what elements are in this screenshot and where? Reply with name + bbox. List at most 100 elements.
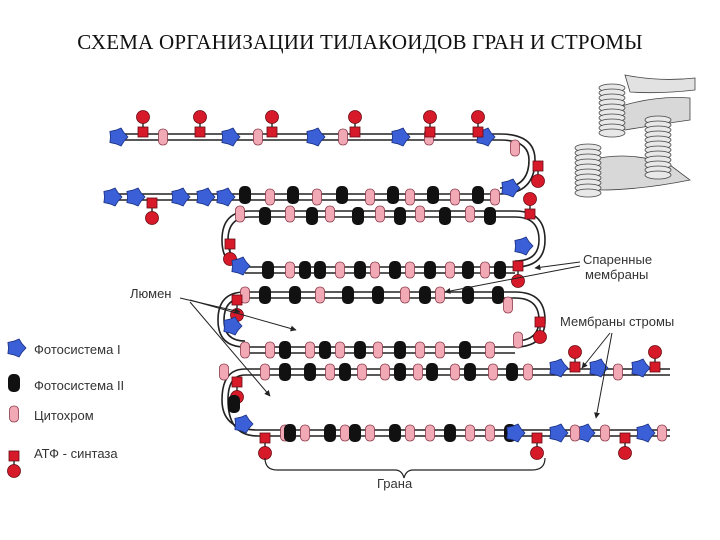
cytochrome-icon	[435, 341, 445, 359]
cytochrome-icon	[570, 424, 580, 442]
membrane-proteins	[103, 110, 667, 460]
atp-synthase-icon	[258, 432, 272, 460]
cytochrome-icon	[405, 424, 415, 442]
photosystem-2-icon	[287, 186, 299, 204]
cytochrome-icon	[265, 188, 275, 206]
legend-photosystem-2: Фотосистема II	[8, 374, 124, 393]
cytochrome-icon	[373, 341, 383, 359]
atp-synthase-icon	[568, 345, 582, 373]
photosystem-2-icon	[324, 424, 336, 442]
cytochrome-icon	[370, 261, 380, 279]
photosystem-2-icon	[284, 424, 296, 442]
cytochrome-icon	[260, 363, 270, 381]
photosystem-1-icon	[589, 358, 609, 378]
cytochrome-icon	[510, 139, 520, 157]
photosystem-2-icon	[394, 363, 406, 381]
photosystem-2-icon	[349, 424, 361, 442]
cytochrome-icon	[465, 424, 475, 442]
annotation-arrows	[179, 261, 613, 419]
cytochrome-icon	[415, 341, 425, 359]
cytochrome-icon	[400, 286, 410, 304]
cytochrome-icon	[335, 341, 345, 359]
photosystem-1-icon	[391, 127, 411, 147]
photosystem-2-icon	[464, 363, 476, 381]
photosystem-2-icon	[289, 286, 301, 304]
cytochrome-icon	[413, 363, 423, 381]
photosystem-2-icon	[372, 286, 384, 304]
cytochrome-icon	[513, 331, 523, 349]
cytochrome-icon	[405, 188, 415, 206]
paired-membranes-label-1: Спаренные	[583, 252, 652, 267]
photosystem-1-icon	[103, 187, 123, 207]
legend-photosystem-1-text: Фотосистема I	[34, 342, 121, 357]
photosystem-2-icon	[319, 341, 331, 359]
photosystem-2-icon	[314, 261, 326, 279]
photosystem-2-icon	[394, 341, 406, 359]
cytochrome-icon	[285, 205, 295, 223]
photosystem-2-icon	[444, 424, 456, 442]
photosystem-1-icon	[234, 414, 254, 434]
atp-synthase-icon	[523, 192, 537, 220]
stroma-lamella	[589, 155, 691, 191]
cytochrome-icon	[450, 188, 460, 206]
photosystem-2-icon	[389, 424, 401, 442]
cytochrome-icon	[305, 341, 315, 359]
photosystem-1-icon	[514, 236, 534, 256]
cytochrome-icon	[312, 188, 322, 206]
atp-synthase-icon	[648, 345, 662, 373]
paired-membranes-label-2: мембраны	[585, 267, 648, 282]
atp-synthase-icon	[423, 110, 437, 138]
photosystem-2-icon	[419, 286, 431, 304]
cytochrome-icon	[415, 205, 425, 223]
cytochrome-icon	[435, 286, 445, 304]
cytochrome-icon	[480, 261, 490, 279]
cytochrome-icon	[265, 341, 275, 359]
photosystem-1-icon	[636, 423, 656, 443]
legend-atp-synthase: АТФ - синтаза	[7, 446, 118, 478]
photosystem-1-icon	[126, 187, 146, 207]
cytochrome-icon	[503, 296, 513, 314]
atp-synthase-icon	[348, 110, 362, 138]
cytochrome-icon	[405, 261, 415, 279]
photosystem-2-icon	[299, 261, 311, 279]
photosystem-2-icon	[352, 207, 364, 225]
photosystem-2-icon	[439, 207, 451, 225]
cytochrome-icon	[158, 128, 168, 146]
photosystem-2-icon	[239, 186, 251, 204]
photosystem-2-icon	[304, 363, 316, 381]
atp-synthase-icon	[533, 316, 547, 344]
cytochrome-icon	[485, 424, 495, 442]
photosystem-1-icon	[306, 127, 326, 147]
photosystem-2-icon	[427, 186, 439, 204]
photosystem-1-icon	[506, 423, 526, 443]
atp-synthase-icon	[145, 197, 159, 225]
granum-disc	[644, 170, 672, 180]
photosystem-2-icon	[492, 286, 504, 304]
cytochrome-icon	[613, 363, 623, 381]
cytochrome-icon	[523, 363, 533, 381]
photosystem-2-icon	[472, 186, 484, 204]
photosystem-2-icon	[8, 374, 20, 392]
photosystem-2-icon	[336, 186, 348, 204]
legend-cytochrome: Цитохром	[9, 405, 94, 423]
granum-disc	[598, 128, 626, 138]
stroma-lamella	[624, 74, 696, 94]
photosystem-2-icon	[462, 286, 474, 304]
cytochrome-icon	[325, 205, 335, 223]
cytochrome-icon	[490, 188, 500, 206]
photosystem-2-icon	[494, 261, 506, 279]
photosystem-2-icon	[228, 395, 240, 413]
photosystem-1-icon	[221, 127, 241, 147]
atp-synthase-icon	[471, 110, 485, 138]
photosystem-1-icon	[171, 187, 191, 207]
cytochrome-icon	[340, 424, 350, 442]
stroma-membranes-label: Мембраны стромы	[560, 314, 674, 329]
photosystem-2-icon	[462, 261, 474, 279]
photosystem-1-icon	[549, 358, 569, 378]
photosystem-2-icon	[424, 261, 436, 279]
atp-synthase-icon	[230, 294, 244, 322]
legend: Фотосистема I Фотосистема II Цитохром АТ…	[7, 338, 124, 478]
grana-label: Грана	[377, 476, 413, 491]
cytochrome-icon	[445, 261, 455, 279]
atp-synthase-icon	[511, 260, 525, 288]
